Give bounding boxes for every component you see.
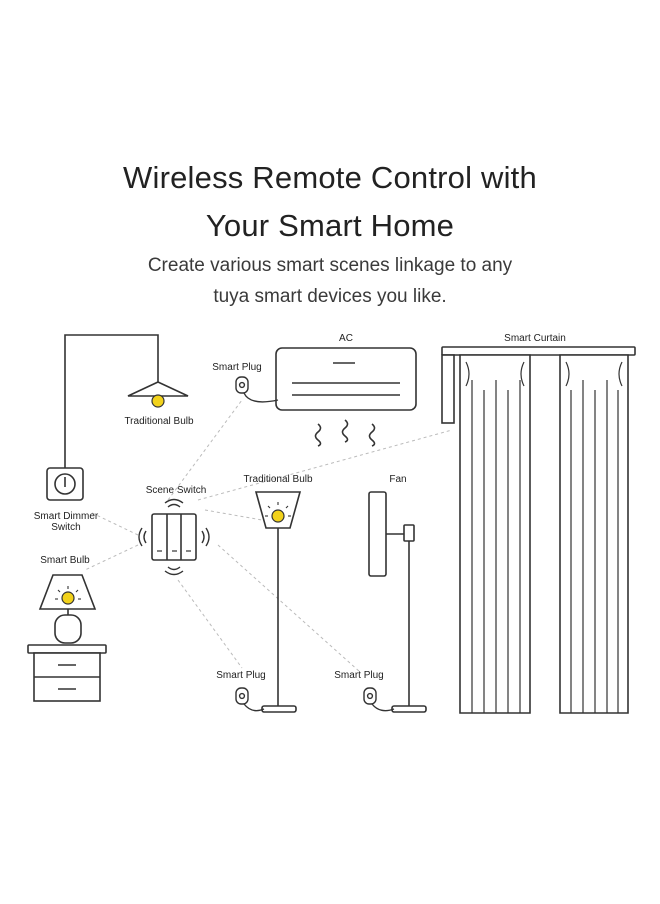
- lamp-smart-plug-icon: [235, 687, 265, 712]
- ceiling-wire: [64, 334, 159, 468]
- table-lamp-base: [54, 614, 82, 644]
- ac-unit-icon: [275, 347, 417, 411]
- link-to-ac-plug: [167, 399, 243, 501]
- label-traditional-bulb-floor: Traditional Bulb: [243, 474, 313, 485]
- floor-bulb-icon: [271, 509, 285, 523]
- headline-line-2: Your Smart Home: [205, 208, 455, 243]
- floor-lamp-group: [254, 491, 302, 713]
- label-smart-dimmer-line-2: Switch: [51, 522, 80, 533]
- wireless-links: [84, 399, 453, 673]
- table-lamp-group: [27, 574, 107, 702]
- curtain-right-panel: [559, 354, 629, 714]
- subtitle-line-2: tuya smart devices you like.: [213, 286, 447, 307]
- label-scene-switch: Scene Switch: [146, 485, 207, 496]
- label-smart-plug-lamp: Smart Plug: [216, 670, 265, 681]
- ac-smart-plug-icon: [235, 376, 279, 403]
- link-to-curtain: [197, 429, 453, 501]
- link-to-smart-bulb: [84, 544, 139, 571]
- ceiling-bulb-icon: [151, 394, 165, 408]
- bulb-glow-icon: [55, 586, 81, 600]
- label-smart-plug-fan: Smart Plug: [334, 670, 383, 681]
- label-smart-dimmer-line-1: Smart Dimmer: [34, 511, 99, 522]
- scene-switch-icon: [151, 513, 197, 561]
- fan-icon: [368, 491, 427, 713]
- curtain-rail: [441, 346, 636, 356]
- label-smart-bulb: Smart Bulb: [40, 555, 90, 566]
- link-to-dimmer: [89, 511, 139, 536]
- label-smart-plug-ac: Smart Plug: [212, 362, 261, 373]
- link-to-lamp-plug: [177, 579, 243, 669]
- ceiling-bulb-group: [64, 334, 189, 468]
- smart-curtain-icon: [441, 346, 636, 714]
- dimmer-switch-icon: [46, 467, 84, 501]
- nightstand: [27, 644, 107, 654]
- curtain-motor: [441, 354, 455, 424]
- link-to-fan-plug: [217, 544, 361, 673]
- link-to-floor-bulb: [204, 509, 263, 521]
- label-ac: AC: [339, 333, 353, 344]
- airflow-icon: [314, 419, 376, 447]
- subtitle-line-1: Create various smart scenes linkage to a…: [147, 255, 513, 276]
- curtain-left-panel: [459, 354, 531, 714]
- signal-waves-icon: [138, 498, 210, 576]
- fan-smart-plug-icon: [363, 687, 395, 712]
- ceiling-lampshade: [127, 381, 189, 397]
- label-traditional-bulb-ceiling: Traditional Bulb: [124, 416, 194, 427]
- smart-bulb-icon: [61, 591, 75, 605]
- label-smart-curtain: Smart Curtain: [504, 333, 566, 344]
- headline-line-1: Wireless Remote Control with: [123, 160, 537, 195]
- label-fan: Fan: [389, 474, 406, 485]
